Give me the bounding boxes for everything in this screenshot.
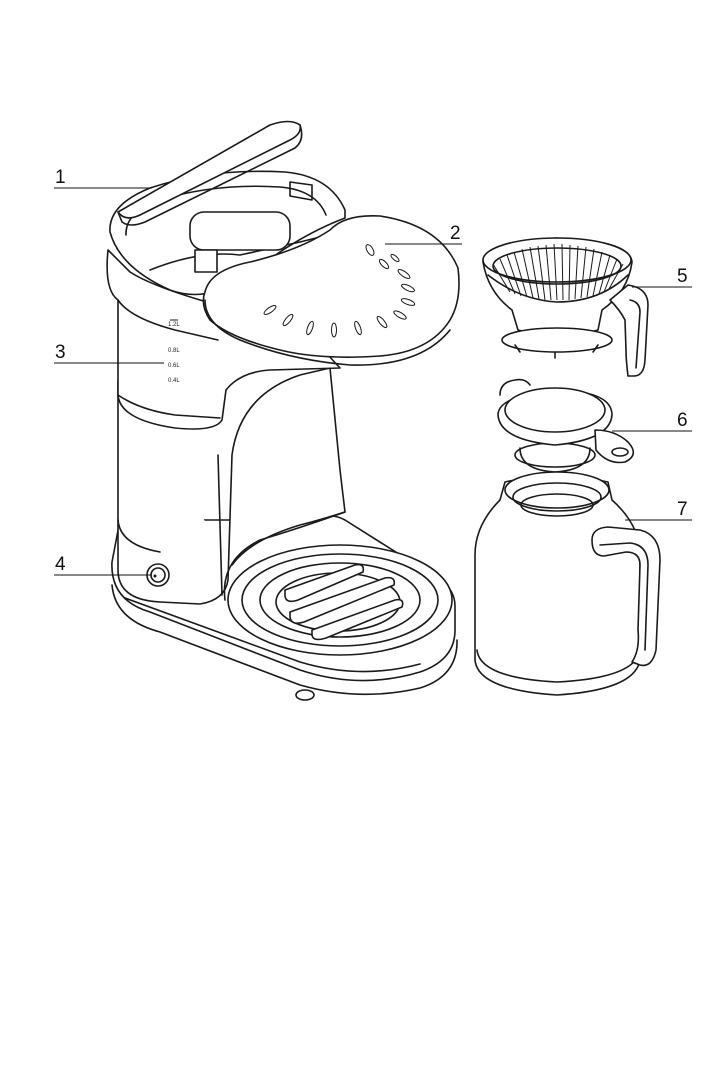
reservoir-scale-mark: 0.8L (168, 348, 180, 354)
carafe-lid (498, 380, 633, 472)
callout-7-label: 7 (677, 499, 688, 520)
callout-6-label: 6 (677, 410, 688, 431)
callout-2-label: 2 (450, 223, 461, 244)
filter-basket (483, 238, 648, 376)
warming-plate (228, 545, 452, 655)
reservoir-scale-mark: 0.6L (168, 363, 180, 369)
callout-4-label: 4 (55, 554, 66, 575)
coffee-maker-base: 1.2L 0.8L 0.6L 0.4L (107, 122, 459, 701)
callout-5-label: 5 (677, 266, 688, 287)
callout-3-label: 3 (55, 342, 66, 363)
thermal-carafe (475, 472, 660, 695)
reservoir-scale-mark: 0.4L (168, 378, 180, 384)
reservoir-scale-mark: 1.2L (168, 322, 180, 328)
callout-1-label: 1 (55, 167, 66, 188)
